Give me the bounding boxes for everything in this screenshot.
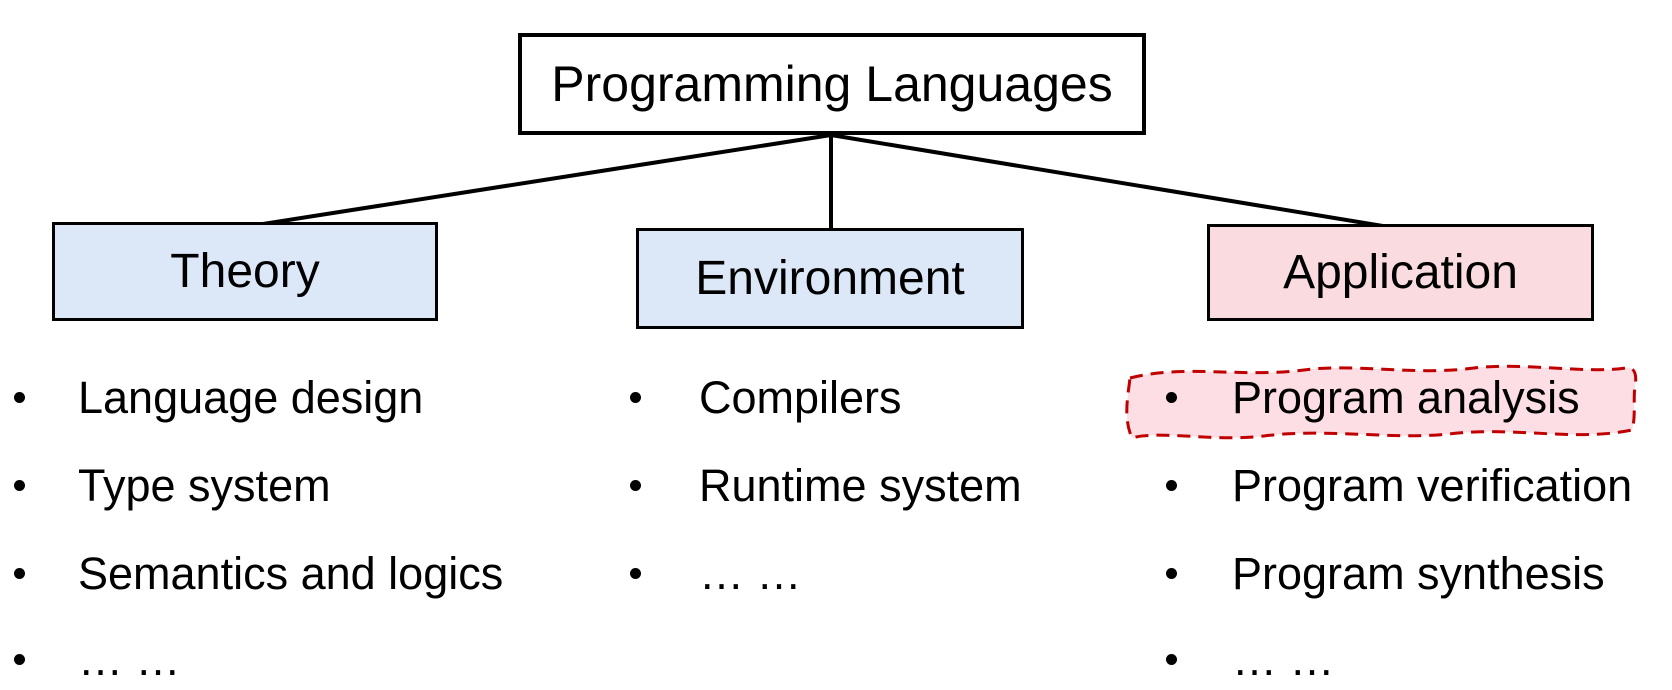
theory-item-semantics-and-logics: Semantics and logics [14,545,503,601]
bullet-icon [1166,391,1177,403]
application-item-label: Program verification [1232,459,1633,511]
theory-item-ellipsis: … … [14,631,181,687]
application-item-label: … … [1232,633,1335,685]
bullet-icon [630,391,641,403]
environment-item-label: … … [699,547,802,599]
theory-item-label: Type system [78,459,331,511]
bullet-icon [14,653,25,665]
environment-item-ellipsis: … … [630,545,802,601]
bullet-icon [14,391,25,403]
application-item-ellipsis: … … [1166,631,1335,687]
node-programming-languages-label: Programming Languages [551,56,1113,112]
theory-item-label: … … [78,633,181,685]
environment-item-label: Compilers [699,371,902,423]
connector-root-application [830,133,1396,230]
environment-item-compilers: Compilers [630,369,902,425]
node-programming-languages: Programming Languages [518,33,1146,135]
application-item-program-analysis: Program analysis [1166,369,1580,425]
environment-item-label: Runtime system [699,459,1022,511]
bullet-icon [1166,653,1177,665]
node-application: Application [1207,224,1594,321]
bullet-icon [14,567,25,579]
theory-item-language-design: Language design [14,369,423,425]
theory-item-label: Language design [78,371,424,423]
node-application-label: Application [1283,245,1518,299]
theory-item-label: Semantics and logics [78,547,504,599]
bullet-icon [630,479,641,491]
node-theory-label: Theory [170,244,320,298]
bullet-icon [630,567,641,579]
node-environment-label: Environment [695,251,965,305]
application-item-program-synthesis: Program synthesis [1166,545,1605,601]
node-environment: Environment [636,228,1024,329]
bullet-icon [14,479,25,491]
application-item-label: Program synthesis [1232,547,1605,599]
application-item-label: Program analysis [1232,371,1580,423]
node-theory: Theory [52,222,438,321]
theory-item-type-system: Type system [14,457,331,513]
bullet-icon [1166,479,1177,491]
application-item-program-verification: Program verification [1166,457,1632,513]
connector-root-theory [249,133,832,228]
program-analysis-highlight [1125,364,1638,440]
bullet-icon [1166,567,1177,579]
environment-item-runtime-system: Runtime system [630,457,1022,513]
